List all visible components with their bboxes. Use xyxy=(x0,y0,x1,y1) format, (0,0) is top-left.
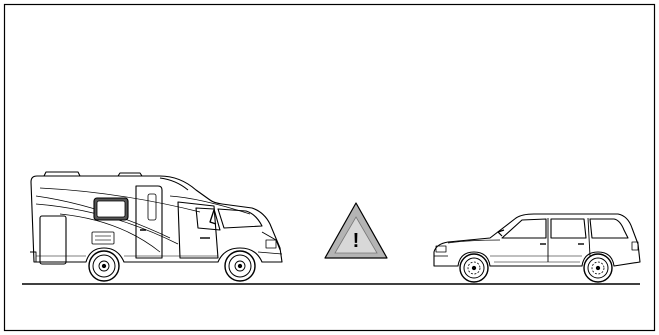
van-windshield xyxy=(218,209,262,228)
car-rear-wheel xyxy=(584,254,612,282)
van-cab-window xyxy=(196,208,220,230)
van-rear-wheel xyxy=(89,251,119,281)
warning-exclamation: ! xyxy=(353,230,360,252)
camper-van xyxy=(30,172,282,281)
car-front-wheel xyxy=(460,254,488,282)
car-taillight xyxy=(632,242,638,250)
car-rear-window xyxy=(551,219,586,238)
car-cargo-window xyxy=(590,219,628,238)
van-front-wheel xyxy=(225,251,255,281)
car-front-window xyxy=(502,219,546,238)
van-rear-locker xyxy=(40,216,66,264)
warning-triangle: ! xyxy=(325,203,387,258)
van-entry-door xyxy=(136,186,162,258)
van-service-hatch xyxy=(92,232,114,244)
van-roof-hatch xyxy=(44,172,80,176)
figure-border xyxy=(5,5,655,331)
station-wagon-car xyxy=(434,214,640,282)
van-cab-door xyxy=(178,202,218,258)
van-headlight xyxy=(266,240,276,248)
